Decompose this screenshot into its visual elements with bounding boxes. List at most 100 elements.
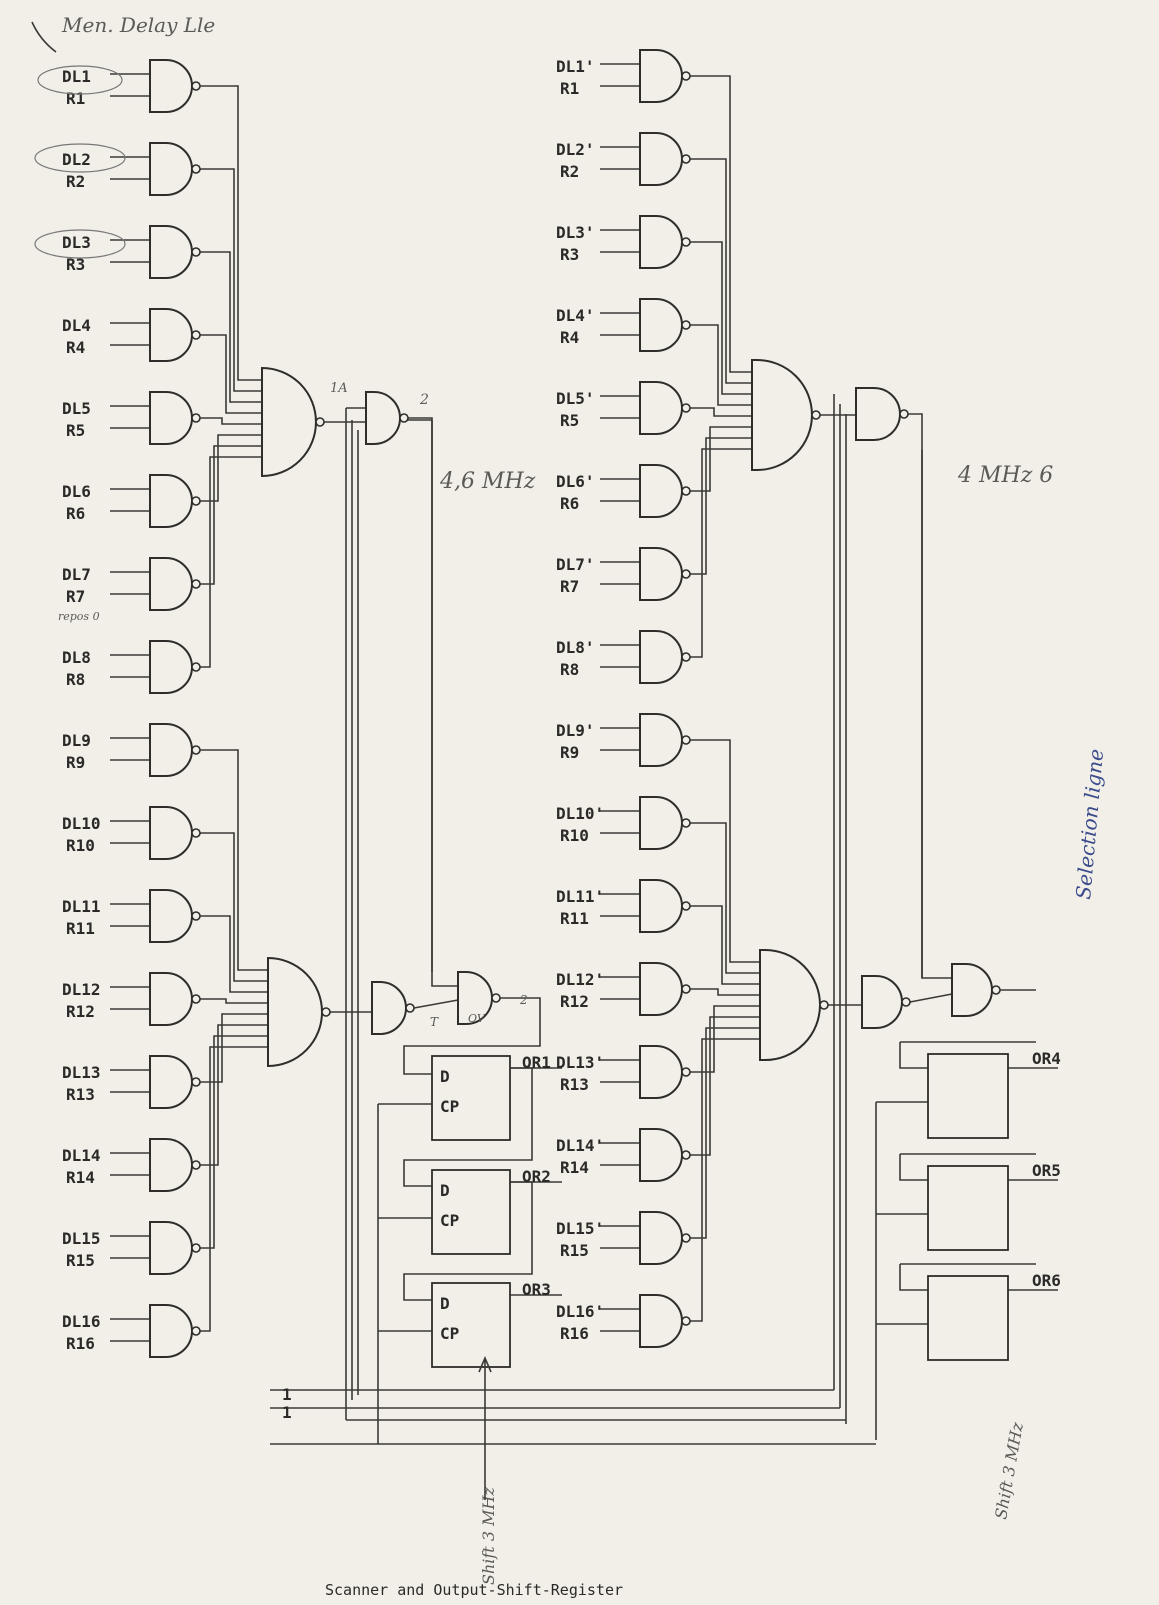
left-label-r15: R15 bbox=[66, 1251, 95, 1270]
right-nand-4 bbox=[639, 298, 683, 352]
right-nand-1 bbox=[639, 49, 683, 103]
left-nand-15 bbox=[149, 1221, 193, 1275]
right-nand-3-bubble bbox=[681, 237, 691, 247]
right-nand-16-bubble bbox=[681, 1316, 691, 1326]
right-label-12: DL12' bbox=[556, 970, 604, 989]
right-nand-2-bubble bbox=[681, 154, 691, 164]
left-nand-8 bbox=[149, 640, 193, 694]
left-dff-2 bbox=[431, 1169, 511, 1255]
left-label-dl7: DL7 bbox=[62, 565, 91, 584]
wire-layer bbox=[110, 63, 1058, 1445]
right-nand-12-bubble bbox=[681, 984, 691, 994]
right-label-r-4: R4 bbox=[560, 328, 579, 347]
right-label-r-10: R10 bbox=[560, 826, 589, 845]
right-nand-15 bbox=[639, 1211, 683, 1265]
left-nand-5-bubble bbox=[191, 413, 201, 423]
right-nand-7-bubble bbox=[681, 569, 691, 579]
left-nand-14 bbox=[149, 1138, 193, 1192]
shift-clock-left-arrow bbox=[478, 1355, 492, 1500]
right-nand-9 bbox=[639, 713, 683, 767]
right-label-r-9: R9 bbox=[560, 743, 579, 762]
left-label-dl12: DL12 bbox=[62, 980, 101, 999]
right-route-7 bbox=[690, 437, 752, 575]
right-label-14: DL14' bbox=[556, 1136, 604, 1155]
right-nand-14 bbox=[639, 1128, 683, 1182]
left-nand-9 bbox=[149, 723, 193, 777]
left-big-gate-top-bubble bbox=[315, 417, 325, 427]
right-label-r-14: R14 bbox=[560, 1158, 589, 1177]
left-label-dl11: DL11 bbox=[62, 897, 101, 916]
right-label-r-13: R13 bbox=[560, 1075, 589, 1094]
left-nand-16-bubble bbox=[191, 1326, 201, 1336]
left-label-r11: R11 bbox=[66, 919, 95, 938]
right-nand-11-bubble bbox=[681, 901, 691, 911]
left-dff-d-3: D bbox=[440, 1294, 450, 1313]
right-nand-13 bbox=[639, 1045, 683, 1099]
right-big-gate-bottom bbox=[759, 949, 821, 1061]
right-route-11 bbox=[690, 905, 760, 985]
left-stage2-bottom-bubble bbox=[405, 1003, 415, 1013]
left-label-r6: R6 bbox=[66, 504, 85, 523]
left-nand-9-bubble bbox=[191, 745, 201, 755]
left-label-dl1: DL1 bbox=[62, 67, 91, 86]
left-label-r14: R14 bbox=[66, 1168, 95, 1187]
left-dff-out-1: OR1 bbox=[522, 1053, 551, 1072]
right-nand-12 bbox=[639, 962, 683, 1016]
left-route-3 bbox=[200, 251, 262, 403]
left-dff-cp-1: CP bbox=[440, 1097, 459, 1116]
left-route-8 bbox=[200, 456, 262, 668]
right-route-8 bbox=[690, 448, 752, 658]
note-arrow bbox=[31, 21, 57, 53]
right-label-r-5: R5 bbox=[560, 411, 579, 430]
left-route-9 bbox=[200, 749, 268, 971]
right-label-11: DL11' bbox=[556, 887, 604, 906]
freq-right-note: 4 MHz 6 bbox=[957, 463, 1053, 488]
left-label-r12: R12 bbox=[66, 1002, 95, 1021]
left-nand-13-bubble bbox=[191, 1077, 201, 1087]
left-nand-12-bubble bbox=[191, 994, 201, 1004]
left-dff-1 bbox=[431, 1055, 511, 1141]
left-label-r9: R9 bbox=[66, 753, 85, 772]
dff-note-t: T bbox=[430, 1015, 439, 1029]
left-route-5 bbox=[200, 417, 262, 425]
right-label-5: DL5' bbox=[556, 389, 595, 408]
right-stage2-bottom bbox=[861, 975, 903, 1029]
left-nand-6 bbox=[149, 474, 193, 528]
right-stage3 bbox=[951, 963, 993, 1017]
left-label-dl2: DL2 bbox=[62, 150, 91, 169]
left-dff-d-2: D bbox=[440, 1181, 450, 1200]
right-reg-2 bbox=[927, 1165, 1009, 1251]
shift-clock-right: Shift 3 MHz bbox=[991, 1420, 1027, 1520]
left-label-dl4: DL4 bbox=[62, 316, 91, 335]
left-nand-13 bbox=[149, 1055, 193, 1109]
left-dff-out-2: OR2 bbox=[522, 1167, 551, 1186]
right-label-10: DL10' bbox=[556, 804, 604, 823]
freq-left-note: 4,6 MHz bbox=[439, 469, 536, 494]
right-label-r-3: R3 bbox=[560, 245, 579, 264]
left-stage2-bottom bbox=[371, 981, 407, 1035]
left-nand-8-bubble bbox=[191, 662, 201, 672]
right-stage3-in-b bbox=[908, 413, 952, 979]
right-stage3-in-a bbox=[909, 993, 953, 1003]
left-route-7 bbox=[200, 445, 262, 585]
circle-dl1 bbox=[37, 65, 123, 95]
right-nand-14-bubble bbox=[681, 1150, 691, 1160]
right-nand-3 bbox=[639, 215, 683, 269]
left-nand-1 bbox=[149, 59, 193, 113]
gate-layer bbox=[149, 49, 1009, 1368]
left-route-14 bbox=[200, 1024, 268, 1166]
label-layer: DL1R1DL2R2DL3R3DL4R4DL5R5DL6R6DL7R7DL8R8… bbox=[62, 57, 1061, 1353]
left-stage3-in-a bbox=[413, 999, 459, 1009]
left-big-gate-bottom bbox=[267, 956, 323, 1068]
right-route-10 bbox=[690, 822, 760, 974]
right-reg-in-1 bbox=[899, 1042, 928, 1069]
right-nand-1-bubble bbox=[681, 71, 691, 81]
left-nand-7-bubble bbox=[191, 579, 201, 589]
right-label-r-11: R11 bbox=[560, 909, 589, 928]
right-reg-3 bbox=[927, 1275, 1009, 1361]
circle-dl3 bbox=[34, 229, 126, 259]
right-route-6 bbox=[690, 426, 752, 492]
left-dff-chain-2 bbox=[403, 1181, 533, 1301]
right-route-1 bbox=[690, 75, 752, 373]
